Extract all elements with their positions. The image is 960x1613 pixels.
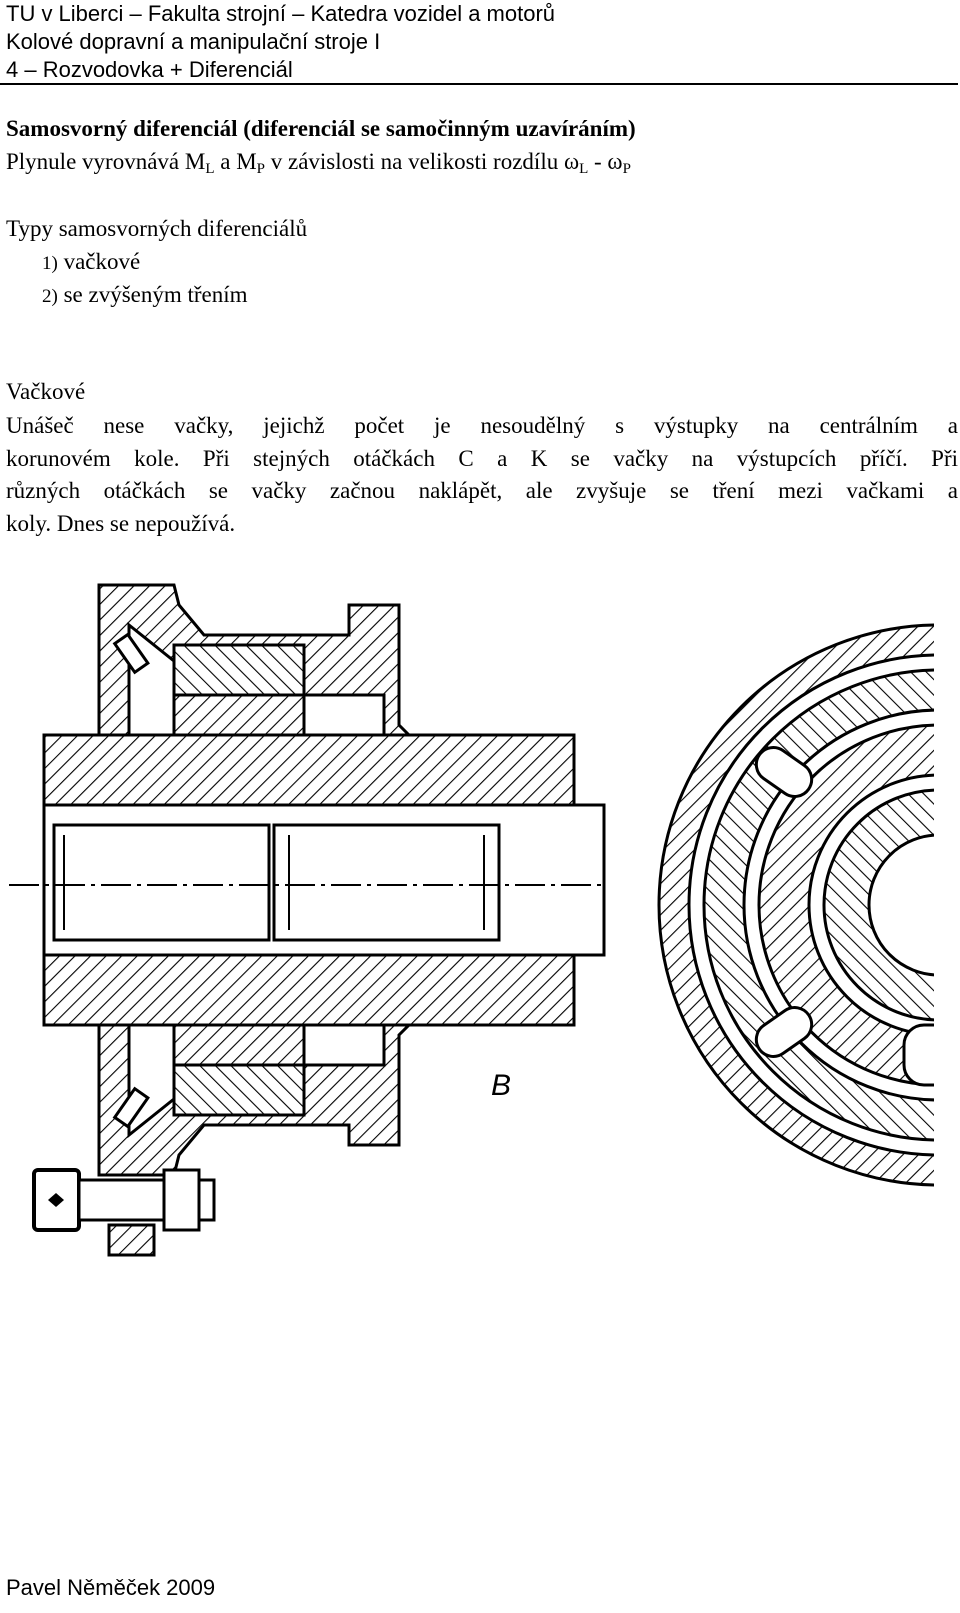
cam-ring-front-view xyxy=(657,623,934,1187)
footer-author: Pavel Něměček 2009 xyxy=(6,1575,216,1600)
cam-paragraph: Unášeč nese vačky, jejichž počet je neso… xyxy=(6,410,958,540)
intro-line: Plynule vyrovnává ML a MP v závislosti n… xyxy=(6,149,631,177)
paragraph-line: koly. Dnes se nepoužívá. xyxy=(6,510,236,536)
figure-label: B xyxy=(491,1069,511,1102)
cam-differential-drawing: B xyxy=(4,575,934,1275)
types-heading: Typy samosvorných diferenciálů xyxy=(6,216,308,241)
cam-block-upper xyxy=(172,643,306,697)
cam-heading: Vačkové xyxy=(6,379,86,404)
bolt xyxy=(32,1168,216,1257)
list-item: 1) vačkové xyxy=(42,249,141,274)
cam-block-lower xyxy=(172,1063,306,1117)
header-chapter: 4 – Rozvodovka + Diferenciál xyxy=(6,57,293,82)
list-item: 2) se zvýšeným třením xyxy=(42,282,248,307)
paragraph-line: korunovém kole. Při stejných otáčkách C … xyxy=(6,445,958,471)
header-course: Kolové dopravní a manipulační stroje I xyxy=(6,29,381,54)
header-divider xyxy=(0,83,958,85)
paragraph-line: různých otáčkách se vačky začnou naklápě… xyxy=(6,478,958,503)
section-title: Samosvorný diferenciál (diferenciál se s… xyxy=(6,116,636,141)
paragraph-line: Unášeč nese vačky, jejichž počet je neso… xyxy=(6,413,958,438)
header-institution: TU v Liberci – Fakulta strojní – Katedra… xyxy=(6,1,556,26)
